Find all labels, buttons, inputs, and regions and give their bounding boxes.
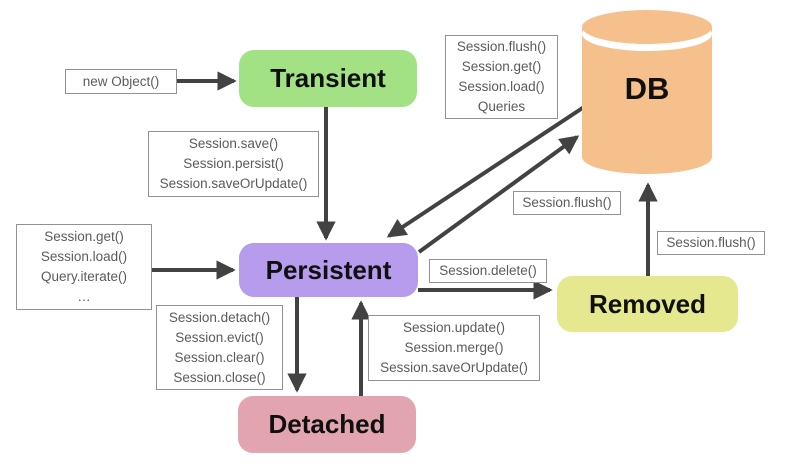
label-line: Session.persist() <box>183 156 284 171</box>
label-line: Session.clear() <box>174 349 265 365</box>
label-new-object: new Object() <box>65 69 177 94</box>
label-update-group: Session.update() Session.merge() Session… <box>368 315 540 381</box>
edge-persistent-to-db <box>417 135 580 254</box>
edge-db-to-persistent <box>386 105 586 238</box>
label-get-group: Session.get() Session.load() Query.itera… <box>16 224 152 310</box>
label-line: Session.update() <box>402 320 506 335</box>
node-removed: Removed <box>557 276 738 332</box>
label-line: Session.merge() <box>404 340 504 355</box>
node-removed-label: Removed <box>588 288 707 319</box>
label-line: Session.close() <box>173 369 266 385</box>
label-line: … <box>77 289 91 304</box>
node-persistent-label: Persistent <box>265 254 392 285</box>
label-line: new Object() <box>82 73 160 89</box>
label-line: Session.detach() <box>168 309 271 325</box>
label-line: Session.save() <box>188 136 279 151</box>
label-save-group: Session.save() Session.persist() Session… <box>148 131 319 197</box>
node-persistent: Persistent <box>239 243 418 297</box>
label-line: Session.saveOrUpdate() <box>380 360 528 375</box>
label-detach-group: Session.detach() Session.evict() Session… <box>156 305 283 390</box>
label-line: Session.flush() <box>666 235 756 250</box>
label-db-ops-group: Session.flush() Session.get() Session.lo… <box>445 35 558 119</box>
label-line: Session.evict() <box>175 329 264 345</box>
label-flush-persistent-db: Session.flush() <box>513 191 621 215</box>
node-transient-label: Transient <box>270 63 386 93</box>
node-detached-label: Detached <box>268 409 386 439</box>
label-line: Session.flush() <box>456 39 547 54</box>
label-line: Session.saveOrUpdate() <box>159 176 308 191</box>
label-line: Session.delete() <box>439 263 537 278</box>
label-delete: Session.delete() <box>429 259 547 283</box>
label-line: Session.load() <box>40 249 128 264</box>
label-line: Query.iterate() <box>40 269 128 284</box>
node-transient: Transient <box>239 50 417 107</box>
label-line: Session.flush() <box>522 195 612 210</box>
node-detached: Detached <box>238 396 416 453</box>
label-line: Session.load() <box>458 79 545 94</box>
label-flush-removed-db: Session.flush() <box>657 231 765 255</box>
label-line: Session.get() <box>461 59 542 74</box>
node-db-label: DB <box>624 71 670 106</box>
label-line: Session.get() <box>44 229 124 244</box>
database-cylinder-icon <box>582 10 712 174</box>
label-line: Queries <box>477 99 526 114</box>
